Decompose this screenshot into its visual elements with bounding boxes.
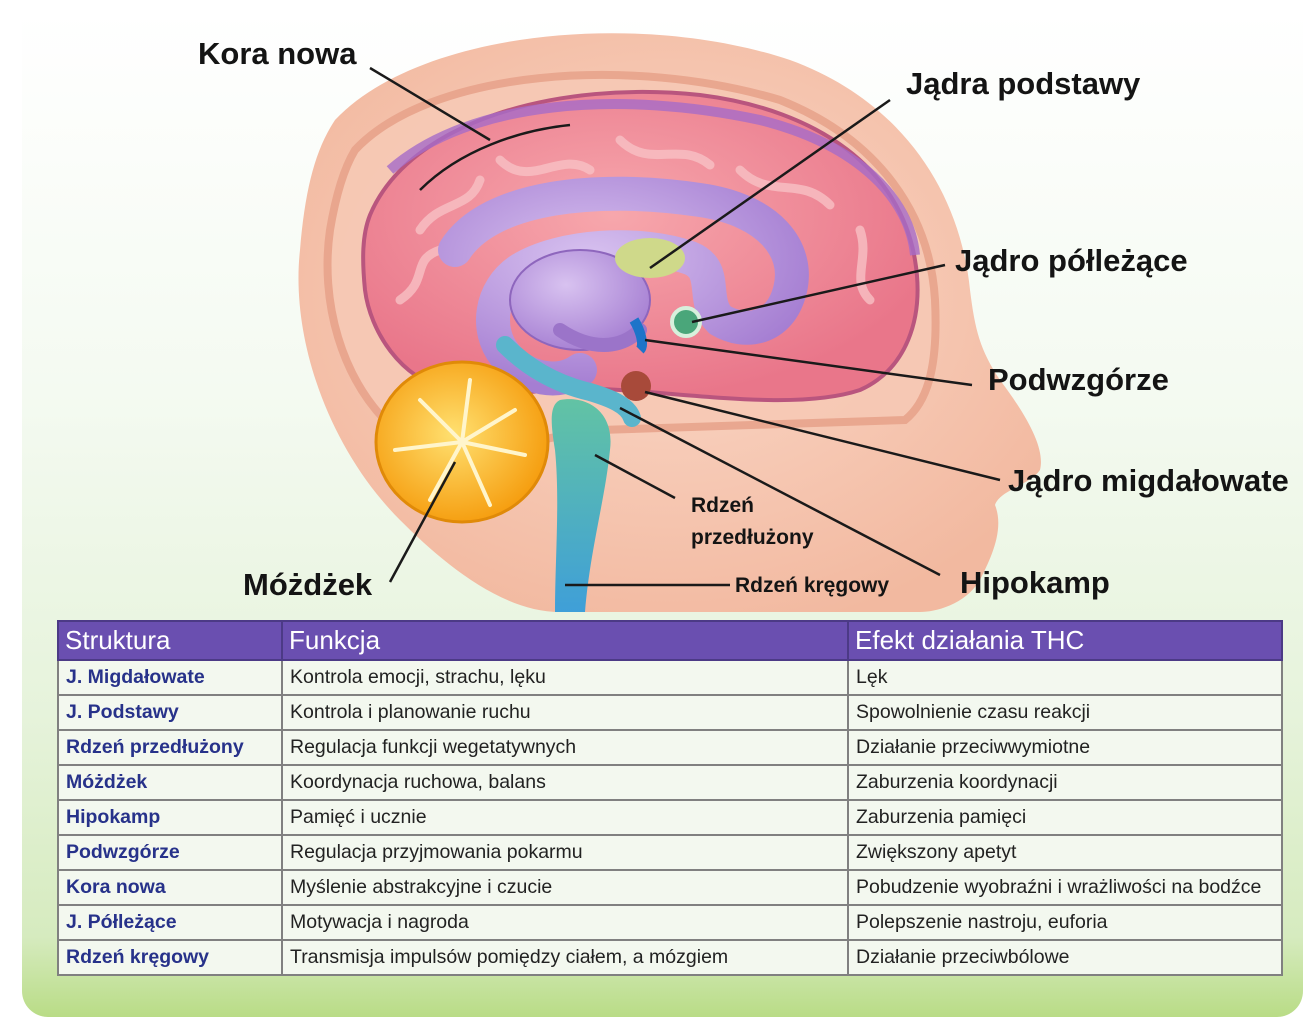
structure-cell: Hipokamp <box>58 800 282 835</box>
structure-cell: Kora nowa <box>58 870 282 905</box>
function-cell: Pamięć i ucznie <box>282 800 848 835</box>
function-cell: Transmisja impulsów pomiędzy ciałem, a m… <box>282 940 848 975</box>
function-cell: Regulacja przyjmowania pokarmu <box>282 835 848 870</box>
function-cell: Koordynacja ruchowa, balans <box>282 765 848 800</box>
effect-cell: Zwiększony apetyt <box>848 835 1282 870</box>
effect-cell: Spowolnienie czasu reakcji <box>848 695 1282 730</box>
function-cell: Kontrola i planowanie ruchu <box>282 695 848 730</box>
effect-cell: Zaburzenia koordynacji <box>848 765 1282 800</box>
label-jadro-migdalowate: Jądro migdałowate <box>1008 463 1289 499</box>
cerebellum <box>376 362 548 522</box>
function-cell: Myślenie abstrakcyjne i czucie <box>282 870 848 905</box>
table-row: J. Podstawy Kontrola i planowanie ruchu … <box>58 695 1282 730</box>
table-row: J. Półleżące Motywacja i nagroda Polepsz… <box>58 905 1282 940</box>
table-row: Móżdżek Koordynacja ruchowa, balans Zabu… <box>58 765 1282 800</box>
effect-cell: Działanie przeciwbólowe <box>848 940 1282 975</box>
label-rdzen-kregowy: Rdzeń kręgowy <box>735 572 889 600</box>
table-row: Hipokamp Pamięć i ucznie Zaburzenia pami… <box>58 800 1282 835</box>
structure-cell: Rdzeń przedłużony <box>58 730 282 765</box>
table-row: Rdzeń kręgowy Transmisja impulsów pomięd… <box>58 940 1282 975</box>
structure-cell: J. Migdałowate <box>58 660 282 695</box>
table-row: Kora nowa Myślenie abstrakcyjne i czucie… <box>58 870 1282 905</box>
label-rdzen-przedluzony-line1: Rdzeń <box>691 492 754 520</box>
label-kora-nowa: Kora nowa <box>198 36 356 72</box>
header-function: Funkcja <box>282 621 848 660</box>
function-cell: Regulacja funkcji wegetatywnych <box>282 730 848 765</box>
effect-cell: Działanie przeciwwymiotne <box>848 730 1282 765</box>
table-row: Podwzgórze Regulacja przyjmowania pokarm… <box>58 835 1282 870</box>
label-hipokamp: Hipokamp <box>960 565 1110 601</box>
structure-cell: J. Podstawy <box>58 695 282 730</box>
label-mozdzek: Móżdżek <box>243 567 372 603</box>
table-row: Rdzeń przedłużony Regulacja funkcji wege… <box>58 730 1282 765</box>
effect-cell: Lęk <box>848 660 1282 695</box>
table-row: J. Migdałowate Kontrola emocji, strachu,… <box>58 660 1282 695</box>
function-cell: Motywacja i nagroda <box>282 905 848 940</box>
label-jadra-podstawy: Jądra podstawy <box>906 66 1140 102</box>
label-jadro-pollezace: Jądro półleżące <box>955 243 1188 279</box>
effect-cell: Polepszenie nastroju, euforia <box>848 905 1282 940</box>
structure-cell: Podwzgórze <box>58 835 282 870</box>
effect-cell: Pobudzenie wyobraźni i wrażliwości na bo… <box>848 870 1282 905</box>
header-thc-effect: Efekt działania THC <box>848 621 1282 660</box>
structure-cell: Rdzeń kręgowy <box>58 940 282 975</box>
structures-table: Struktura Funkcja Efekt działania THC J.… <box>57 620 1283 976</box>
structure-cell: J. Półleżące <box>58 905 282 940</box>
label-rdzen-przedluzony-line2: przedłużony <box>691 524 814 552</box>
function-cell: Kontrola emocji, strachu, lęku <box>282 660 848 695</box>
structure-cell: Móżdżek <box>58 765 282 800</box>
table-header-row: Struktura Funkcja Efekt działania THC <box>58 621 1282 660</box>
effect-cell: Zaburzenia pamięci <box>848 800 1282 835</box>
header-structure: Struktura <box>58 621 282 660</box>
label-podwzgorze: Podwzgórze <box>988 362 1169 398</box>
